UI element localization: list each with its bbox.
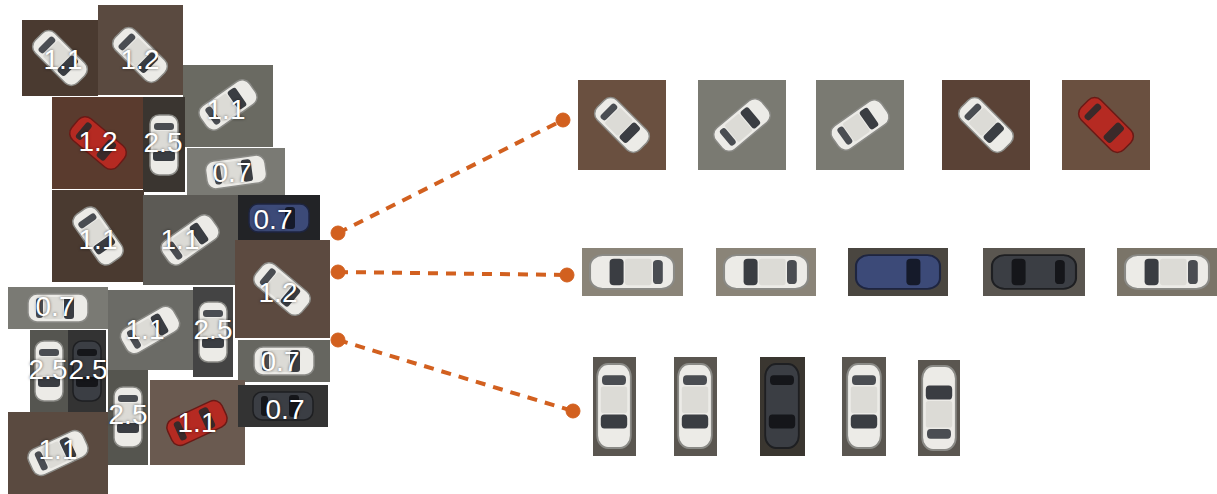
scale-label: 1.1 [39, 436, 78, 464]
scale-label: 1.1 [126, 316, 165, 344]
scale-label: 0.7 [213, 159, 252, 187]
scale-label: 0.7 [261, 348, 300, 376]
scale-label: 2.5 [29, 356, 68, 384]
scale-label: 2.5 [69, 356, 108, 384]
cluster-vertical [593, 357, 960, 456]
cluster-leader-lines [331, 113, 580, 418]
scale-label: 1.2 [259, 279, 298, 307]
scale-label: 1.1 [178, 409, 217, 437]
scale-label: 0.7 [254, 206, 293, 234]
scale-label: 0.7 [36, 293, 75, 321]
scale-label: 0.7 [266, 396, 305, 424]
patch-collage [8, 5, 330, 494]
cluster-diagonal [578, 80, 1150, 170]
scale-label: 2.5 [144, 129, 183, 157]
scale-label: 1.1 [161, 226, 200, 254]
scale-label: 1.2 [79, 128, 118, 156]
scale-label: 1.2 [121, 46, 160, 74]
scale-label: 2.5 [194, 316, 233, 344]
cluster-horizontal [582, 248, 1217, 296]
scale-label: 1.1 [207, 96, 246, 124]
scale-label: 1.1 [79, 226, 118, 254]
scale-label: 2.5 [109, 401, 148, 429]
scale-label: 1.1 [44, 46, 83, 74]
